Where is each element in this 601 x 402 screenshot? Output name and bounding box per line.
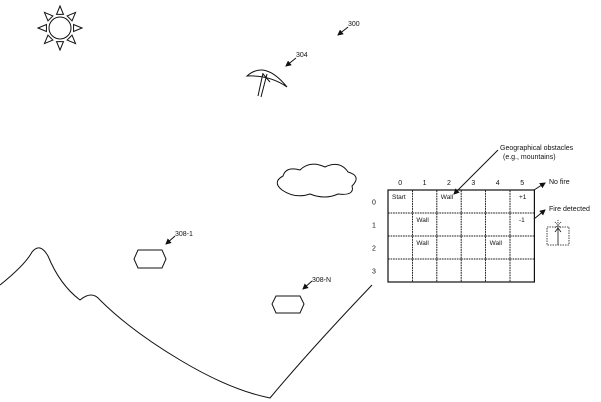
sun-ray — [36, 23, 47, 33]
grid-cell-text: Wall — [490, 240, 503, 247]
ref-arrow-304 — [285, 57, 297, 67]
sun-ray — [43, 34, 54, 45]
grid-cell — [387, 212, 413, 237]
drone-icon — [245, 69, 288, 98]
row-header: 2 — [372, 246, 376, 253]
sensor-n-ref-label: 308-N — [312, 277, 331, 284]
obstacles-note-2: (e.g., mountains) — [503, 154, 556, 161]
sensor-308-n-icon — [271, 295, 305, 314]
grid-cell-text: +1 — [519, 194, 527, 201]
grid-cell-text: Wall — [416, 240, 429, 247]
grid-cell — [387, 258, 413, 283]
grid-cell-text: -1 — [519, 217, 525, 224]
sun-ray — [66, 11, 77, 22]
col-header: 1 — [423, 180, 427, 187]
no-fire-arrow — [533, 182, 546, 191]
grid-cell — [485, 189, 511, 214]
grid-cell — [509, 235, 535, 260]
drone-ref-label: 304 — [296, 52, 308, 59]
fire-detected-label: Fire detected — [549, 206, 590, 213]
fire-detected-arrow — [533, 209, 546, 220]
mountain-terrain — [0, 247, 373, 399]
no-fire-label: No fire — [549, 179, 570, 186]
cloud-icon — [276, 163, 357, 198]
grid-border — [387, 189, 535, 283]
col-header: 3 — [471, 180, 475, 187]
grid-cell — [509, 258, 535, 283]
grid-cell-text: Wall — [441, 194, 454, 201]
ref-arrow-300 — [337, 26, 349, 36]
grid-cell — [460, 235, 487, 260]
grid-cell — [436, 258, 462, 283]
grid-cell-text: Wall — [416, 217, 429, 224]
sun-ray — [43, 11, 54, 22]
col-header: 5 — [520, 180, 524, 187]
sun-icon — [36, 4, 84, 52]
row-header: 3 — [372, 269, 376, 276]
grid-cell — [485, 258, 511, 283]
col-header: 4 — [496, 180, 500, 187]
grid-cell — [387, 235, 413, 260]
grid-cell — [460, 212, 487, 237]
grid-cell — [460, 258, 487, 283]
figure-ref-label: 300 — [348, 21, 360, 28]
grid-cell-text: Start — [392, 194, 406, 201]
sensor-1-ref-label: 308-1 — [175, 231, 193, 238]
grid-cell — [436, 235, 462, 260]
sensor-308-1-icon — [133, 249, 167, 269]
fire-cell-icon — [546, 220, 570, 246]
sun-ray — [66, 34, 77, 45]
row-header: 0 — [372, 200, 376, 207]
grid-cell — [485, 212, 511, 237]
col-header: 2 — [447, 180, 451, 187]
col-header: 0 — [398, 180, 402, 187]
sun-ray — [55, 4, 65, 15]
sun-ray — [73, 23, 84, 33]
row-header: 1 — [372, 223, 376, 230]
grid-cell — [436, 212, 462, 237]
obstacles-arrow — [453, 149, 499, 195]
ref-arrow-308-1 — [165, 235, 176, 245]
grid-cell — [460, 189, 487, 214]
sun-ray — [55, 41, 65, 52]
ref-arrow-308-n — [302, 280, 313, 290]
obstacles-note: Geographical obstacles — [500, 145, 574, 152]
grid-cell — [411, 189, 438, 214]
grid-cell — [411, 258, 438, 283]
